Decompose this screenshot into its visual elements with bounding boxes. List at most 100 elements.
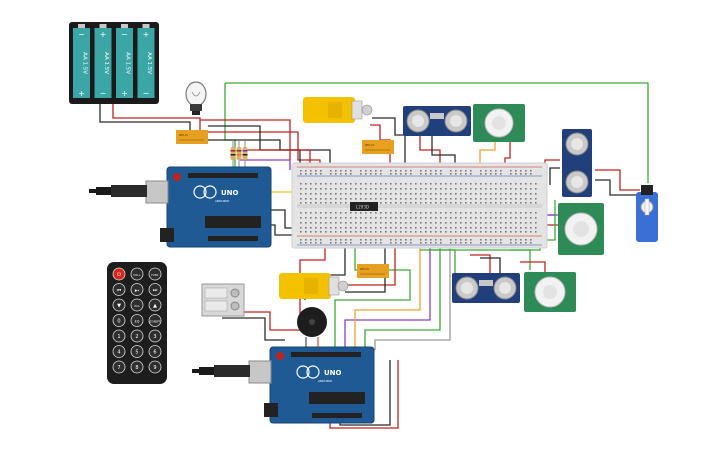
- breadboard-hole: [370, 212, 372, 214]
- remote-button[interactable]: 2: [130, 329, 144, 343]
- breadboard-hole: [465, 239, 467, 241]
- remote-button[interactable]: 3: [148, 329, 162, 343]
- breadboard-hole: [305, 239, 307, 241]
- remote-button[interactable]: VOL+: [130, 267, 144, 281]
- breadboard-hole: [535, 202, 537, 204]
- breadboard-hole: [470, 193, 472, 195]
- breadboard-hole: [300, 239, 302, 241]
- breadboard-hole: [485, 222, 487, 224]
- breadboard-hole: [370, 239, 372, 241]
- breadboard-hole: [500, 212, 502, 214]
- breadboard-hole: [455, 183, 457, 185]
- breadboard-hole: [400, 217, 402, 219]
- breadboard-hole: [520, 170, 522, 172]
- breadboard-hole: [480, 239, 482, 241]
- remote-button[interactable]: 8: [130, 360, 144, 374]
- breadboard-hole: [515, 242, 517, 244]
- breadboard-hole: [330, 170, 332, 172]
- breadboard-hole: [455, 212, 457, 214]
- breadboard-hole: [465, 170, 467, 172]
- breadboard-hole: [505, 198, 507, 200]
- breadboard-hole: [425, 239, 427, 241]
- breadboard-hole: [485, 239, 487, 241]
- breadboard-hole: [365, 193, 367, 195]
- remote-button[interactable]: ▶⏸: [130, 283, 144, 296]
- breadboard-hole: [530, 242, 532, 244]
- breadboard-hole: [315, 242, 317, 244]
- remote-button[interactable]: 7: [112, 360, 126, 374]
- breadboard-hole: [495, 188, 497, 190]
- breadboard-hole: [520, 173, 522, 175]
- breadboard-hole: [345, 202, 347, 204]
- breadboard-hole: [335, 212, 337, 214]
- breadboard-hole: [475, 183, 477, 185]
- breadboard-hole: [350, 217, 352, 219]
- breadboard-hole: [345, 173, 347, 175]
- breadboard-hole: [315, 202, 317, 204]
- breadboard-hole: [375, 227, 377, 229]
- breadboard-hole: [415, 183, 417, 185]
- breadboard-hole: [345, 227, 347, 229]
- breadboard-hole: [305, 212, 307, 214]
- remote-button[interactable]: 5: [130, 345, 144, 358]
- breadboard-hole: [465, 227, 467, 229]
- breadboard-hole: [320, 231, 322, 233]
- breadboard-hole: [450, 212, 452, 214]
- breadboard-hole: [380, 202, 382, 204]
- relay-module-1: RELAY: [176, 130, 208, 144]
- remote-button[interactable]: ▲: [148, 298, 162, 312]
- breadboard-hole: [390, 217, 392, 219]
- breadboard-hole: [505, 188, 507, 190]
- breadboard-hole: [480, 227, 482, 229]
- remote-button[interactable]: 6: [148, 345, 162, 358]
- ultrasonic-sensor-2: [562, 129, 592, 197]
- remote-button[interactable]: 4: [112, 345, 126, 358]
- remote-button[interactable]: 1: [112, 329, 126, 343]
- breadboard-hole: [365, 239, 367, 241]
- breadboard-hole: [535, 231, 537, 233]
- arduino-bottom-model: UNO: [324, 369, 342, 377]
- remote-button[interactable]: FUNC: [148, 267, 162, 281]
- breadboard-hole: [400, 198, 402, 200]
- remote-button[interactable]: 0: [112, 314, 126, 327]
- breadboard-hole: [430, 212, 432, 214]
- arduino-bottom-brand: ARDUINO: [318, 379, 333, 383]
- breadboard-hole: [495, 183, 497, 185]
- breadboard-hole: [515, 239, 517, 241]
- remote-button[interactable]: EQ: [130, 314, 144, 327]
- remote-button-label: 2: [135, 334, 138, 340]
- resistor-2: [236, 140, 242, 168]
- breadboard-hole: [525, 231, 527, 233]
- breadboard-hole: [445, 222, 447, 224]
- breadboard-hole: [350, 198, 352, 200]
- remote-button[interactable]: VOL-: [130, 298, 144, 312]
- remote-button[interactable]: ⏮: [112, 283, 126, 296]
- remote-button[interactable]: ▼: [112, 298, 126, 312]
- breadboard-hole: [310, 222, 312, 224]
- remote-button[interactable]: ⏭: [148, 283, 162, 296]
- breadboard-hole: [420, 173, 422, 175]
- remote-button[interactable]: 9: [148, 360, 162, 374]
- breadboard-hole: [475, 188, 477, 190]
- breadboard-hole: [380, 227, 382, 229]
- breadboard-hole: [375, 212, 377, 214]
- breadboard-hole: [305, 222, 307, 224]
- breadboard-hole: [375, 188, 377, 190]
- breadboard-hole: [360, 173, 362, 175]
- breadboard-hole: [395, 239, 397, 241]
- remote-button[interactable]: ST/REPT: [148, 314, 162, 327]
- breadboard-hole: [445, 193, 447, 195]
- breadboard-hole: [525, 217, 527, 219]
- ultrasonic-sensor-3: [452, 273, 520, 303]
- breadboard-hole: [370, 198, 372, 200]
- breadboard-hole: [310, 239, 312, 241]
- remote-button[interactable]: ⏻: [112, 267, 126, 281]
- battery-cell: +−AA 1.5V: [137, 24, 155, 98]
- breadboard-hole: [445, 202, 447, 204]
- breadboard-hole: [345, 222, 347, 224]
- remote-button-label: 4: [117, 349, 120, 355]
- breadboard-hole: [425, 188, 427, 190]
- breadboard-hole: [515, 212, 517, 214]
- breadboard-hole: [375, 222, 377, 224]
